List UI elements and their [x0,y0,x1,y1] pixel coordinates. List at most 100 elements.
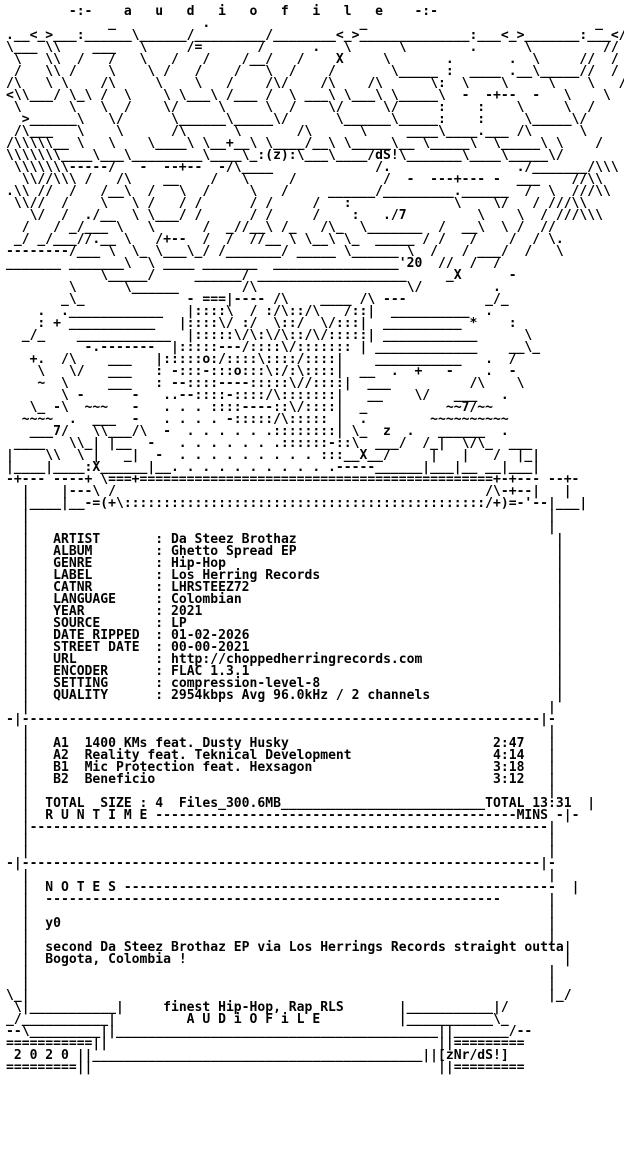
footer-credit: [zNr/dS!] [438,1048,509,1063]
info-value: Ghetto Spread EP [170,544,297,559]
logo-line: \ \\ / / \ / / /__/ / X \ . . \ // / [6,52,619,67]
track-duration: 3:18 [493,760,525,775]
footer-line: =========|| ||========= [6,1060,525,1075]
art-line: |____|____:X______|__. . . . . . . . . .… [6,460,541,475]
footer-line: ===========|| ||========= [6,1036,525,1051]
info-key: SETTING [53,676,148,691]
notes-heading-line: | N O T E S ----------------------------… [6,880,580,895]
track-title: 1400 KMs feat. Dusty Husky [84,736,289,751]
info-key: QUALITY [53,688,148,703]
info-row: | ENCODER : FLAC 1.3.1 | [6,664,564,679]
frame-line: | | [6,700,556,715]
runtime: R U N T I M E --------------------------… [45,808,564,823]
notes-text-2: Bogota, Colombia ! [45,952,187,967]
info-row: | QUALITY : 2954kbps Avg 96.0kHz / 2 cha… [6,688,564,703]
logo-line: --------/___ \ \_ \___\_/ /_______/ ____… [6,244,564,259]
info-key: URL [53,652,148,667]
notes-greeting-line: | y0 | [6,916,556,931]
art-line: +. /\ ___ |:::::o:/::::\::::/::::| _____… [6,352,517,367]
release-info: | ARTIST : Da Steez Brothaz | | ALBUM : … [6,533,624,703]
logo-line: _ . _ _ [6,16,603,31]
frame-line: | | [6,520,556,535]
frame-line: | | [6,964,556,979]
frame-line: | | [6,904,556,919]
logo-line: \___ \\ ___ \ /= / . \ \ . \ // / [6,40,624,55]
footer-year-line: 2 0 2 0 ||______________________________… [13,1048,509,1063]
frame-line: | | [6,784,556,799]
footer-year: 2 0 2 0 [13,1048,69,1063]
track-position: A1 [53,736,69,751]
track-row: | A2 Reality feat. Teknical Development … [6,748,556,763]
info-key: SOURCE [53,616,148,631]
footer-line: _/___________| A U D i O F i L E |______… [6,1012,509,1027]
info-key: CATNR [53,580,148,595]
track-title: Mic Protection feat. Hexsagon [84,760,313,775]
art-line: \_ -\ ~~~ - . . . ::::----::\/::::| _ ~~… [6,400,494,415]
art-line: _\_ - ===|---- /\ ____ /\ --- _/_ [6,292,509,307]
art-line: \ \______ /\ \/ . [6,280,501,295]
info-row: | ALBUM : Ghetto Spread EP | [6,544,564,559]
info-value: LP [170,616,187,631]
frame-line: | | [6,508,556,523]
divider: | --------------------------------------… [6,892,556,907]
art-line: |____|__-=(+\:::::::::::::::::::::::::::… [6,496,588,511]
frame-line: | | [6,868,556,883]
logo-line: .\\ // / /__\ / \ / \ / ______/_________… [6,184,611,199]
logo-line: \\\\\\\-----/ - --+-- -/\____ /. ./_____… [6,160,619,175]
info-key: GENRE [53,556,148,571]
art-line: ~ \ ___ : --::::----:::::\//::::| ___ /\… [6,376,525,391]
notes-text-line: | Bogota, Colombia ! | [6,952,572,967]
frame-line: | | [6,844,556,859]
title-line: -:- a u d i o f i l e -:- [6,4,439,19]
info-key: LABEL [53,568,148,583]
info-row: | URL : http://choppedherringrecords.com… [6,652,564,667]
track-position: B2 [53,772,69,787]
logo-line: /\ \ \ /\ \ \ / /\/ /\ /\ \: \ \ \ \ / [6,76,624,91]
info-key: YEAR [53,604,148,619]
divider: -|--------------------------------------… [6,712,556,727]
logo-line: \ \ \ / \/ \ \ / \/ \/ : : \ \ / [6,100,596,115]
logo-line: \_____/ ______/ ___________________ _X - [6,268,517,283]
notes-text-1: second Da Steez Brothaz EP via Los Herri… [45,940,564,955]
runtime-line: | R U N T I M E ------------------------… [6,808,580,823]
art-line: -.------- |:::::---/::::\/::::::: | ____… [6,340,541,355]
info-row: | SOURCE : LP | [6,616,564,631]
frame-line: | | [6,976,556,991]
footer-line: \|___________| finest Hip-Hop, Rap RLS |… [6,1000,509,1015]
logo-line: / \\ / \ \ / / / \ / / \_____ : ____ .__… [6,64,619,79]
track-row: | B1 Mic Protection feat. Hexsagon 3:18 … [6,760,556,775]
info-value: Los Herring Records [170,568,321,583]
art-line: \ - - ..--::::-::::/\:::::::| __ \/ ___ … [6,388,509,403]
track-title: Beneficio [84,772,156,787]
divider: |---------------------------------------… [6,820,556,835]
logo-line: / / _/___ \ \ / _//__\ /_ /\_ \_______ /… [6,220,556,235]
info-row: | GENRE : Hip-Hop | [6,556,564,571]
logo-line: <\\___/ \_\ / \ \ \___\ /___ / \ ___\ \_… [6,88,611,103]
notes-greeting: y0 [45,916,61,931]
art-line: -+--- ----+ \===+=======================… [6,472,580,487]
footer-tagline-2: A U D i O F i L E [186,1012,321,1027]
info-row: | SETTING : compression-level-8 | [6,676,564,691]
frame-line: | | [6,724,556,739]
info-row: | STREET DATE : 00-00-2021 | [6,640,564,655]
track-title: Reality feat. Teknical Development [84,748,352,763]
ascii-artwork: \ \______ /\ \/ . _\_ - ===|---- /\ ____… [6,280,624,511]
info-value: FLAC 1.3.1 [170,664,250,679]
art-line: ___7/ \\___/\ - . . . . . .::::::::| \_ … [6,424,509,439]
info-value: 2021 [170,604,203,619]
logo-line: _______ _______\ \ ____ _______ ________… [6,256,501,271]
total-size-line: | TOTAL SIZE : 4 Files_300.6MB__________… [6,796,596,811]
art-line: . .____________ |::::\ / :/\::/\ /::| __… [6,304,494,319]
total-size: TOTAL SIZE : 4 Files_300.6MB____________… [45,796,572,811]
info-row: | DATE RIPPED : 01-02-2026 | [6,628,564,643]
notes-heading: N O T E S [45,880,116,895]
track-position: A2 [53,748,69,763]
track-row: | A1 1400 KMs feat. Dusty Husky 2:47 | [6,736,556,751]
info-row: | LANGUAGE : Colombian | [6,592,564,607]
logo-line: >______\ \/ \______\_____\/ \______\____… [6,112,588,127]
track-duration: 4:14 [493,748,525,763]
frame-line: | | [6,832,556,847]
notes-text-line: | second Da Steez Brothaz EP via Los Her… [6,940,572,955]
footer-line: --\_________||__________________________… [6,1024,533,1039]
art-line: ____ \\_| |__ - . . . . . . .::::::-::\ … [6,436,533,451]
